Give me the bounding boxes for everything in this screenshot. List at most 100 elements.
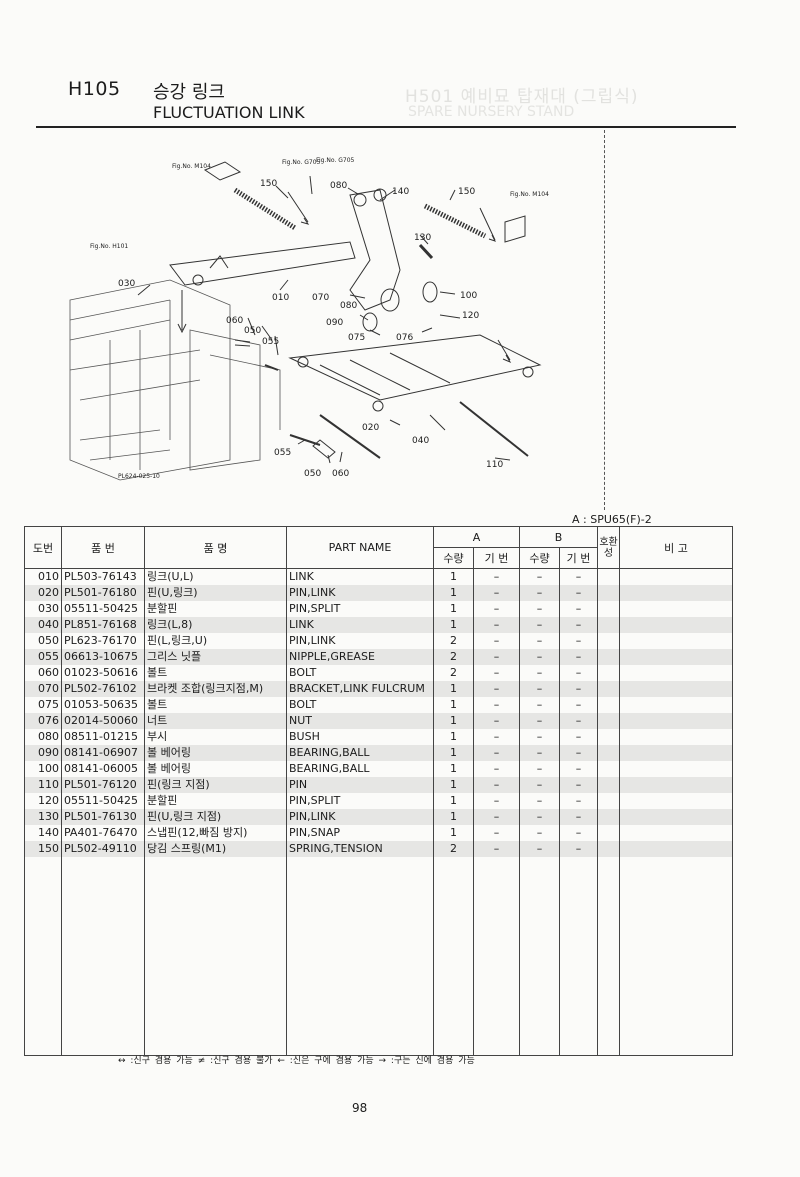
cell-ref-no: 150 — [24, 841, 62, 857]
cell-qty-a: 1 — [433, 568, 474, 585]
cell-compat — [597, 665, 621, 681]
cell-compat — [597, 745, 621, 761]
cell-qty-b: – — [519, 601, 560, 617]
cell-ref-no: 076 — [24, 713, 62, 729]
empty-cell — [619, 857, 734, 1056]
cell-qty-b: – — [519, 729, 560, 745]
cell-part-number: PL502-76102 — [61, 681, 145, 697]
cell-base-b: – — [558, 809, 599, 825]
cell-qty-b: – — [519, 649, 560, 665]
cell-part-number: PL501-76180 — [61, 585, 145, 601]
col-header-qty-b: 수량 — [519, 547, 560, 569]
pin-020 — [319, 414, 381, 459]
col-header-compatibility: 호환성 — [597, 526, 621, 569]
empty-cell — [61, 857, 145, 1056]
empty-cell — [24, 857, 62, 1056]
compatibility-legend: ↔ :신구 겸용 가능 ≠ :신구 겸용 불가 ← :신은 구에 겸용 가능 →… — [118, 1056, 475, 1066]
cell-name-korean: 스냅핀(12,빠짐 방지) — [144, 825, 287, 841]
empty-cell — [144, 857, 287, 1056]
cell-base-a: – — [473, 761, 520, 777]
cell-ref-no: 090 — [24, 745, 62, 761]
cell-part-number: 06613-10675 — [61, 649, 145, 665]
cell-qty-b: – — [519, 745, 560, 761]
cell-base-b: – — [558, 681, 599, 697]
callout-080-mid: 080 — [340, 301, 357, 311]
cell-remarks — [619, 633, 734, 649]
cell-base-a: – — [473, 729, 520, 745]
cell-name-korean: 볼 베어링 — [144, 745, 287, 761]
cell-base-b: – — [558, 713, 599, 729]
cell-part-name: PIN,LINK — [286, 633, 434, 649]
callout-130: 130 — [414, 233, 431, 243]
cell-ref-no: 030 — [24, 601, 62, 617]
callout-055-top: 055 — [262, 337, 279, 347]
cell-part-name: BEARING,BALL — [286, 745, 434, 761]
cell-base-b: – — [558, 761, 599, 777]
cell-remarks — [619, 681, 734, 697]
cell-remarks — [619, 568, 734, 585]
cell-part-number: PL501-76120 — [61, 777, 145, 793]
cell-remarks — [619, 697, 734, 713]
cell-qty-b: – — [519, 665, 560, 681]
frame-assembly — [69, 279, 281, 481]
cell-part-number: 01023-50616 — [61, 665, 145, 681]
cell-part-number: PL623-76170 — [61, 633, 145, 649]
callout-055-bottom: 055 — [274, 448, 291, 458]
cell-base-a: – — [473, 601, 520, 617]
cell-qty-b: – — [519, 585, 560, 601]
cell-remarks — [619, 825, 734, 841]
cell-qty-b: – — [519, 697, 560, 713]
cell-name-korean: 핀(링크 지점) — [144, 777, 287, 793]
cell-compat — [597, 841, 621, 857]
cell-part-name: LINK — [286, 617, 434, 633]
diagram-divider — [604, 130, 605, 510]
cell-ref-no: 080 — [24, 729, 62, 745]
cell-name-korean: 분할핀 — [144, 793, 287, 809]
cell-compat — [597, 649, 621, 665]
tension-spring-right — [423, 203, 487, 239]
empty-cell — [519, 857, 560, 1056]
callout-060-bottom: 060 — [332, 469, 349, 479]
empty-cell — [558, 857, 599, 1056]
cell-part-number: PL501-76130 — [61, 809, 145, 825]
cell-remarks — [619, 729, 734, 745]
callout-010: 010 — [272, 293, 289, 303]
cell-base-a: – — [473, 585, 520, 601]
cell-qty-a: 1 — [433, 745, 474, 761]
col-header-base-a: 기 번 — [473, 547, 520, 569]
model-note: A : SPU65(F)-2 — [572, 513, 652, 526]
callout-030: 030 — [118, 279, 135, 289]
cell-qty-b: – — [519, 825, 560, 841]
section-code: H105 — [68, 78, 121, 100]
cell-ref-no: 120 — [24, 793, 62, 809]
bracket-left — [203, 161, 242, 181]
cell-remarks — [619, 745, 734, 761]
cell-qty-a: 2 — [433, 649, 474, 665]
empty-cell — [286, 857, 434, 1056]
cell-qty-b: – — [519, 681, 560, 697]
cell-name-korean: 링크(L,8) — [144, 617, 287, 633]
cell-base-a: – — [473, 793, 520, 809]
cell-base-a: – — [473, 633, 520, 649]
cell-name-korean: 볼트 — [144, 665, 287, 681]
cell-qty-a: 1 — [433, 825, 474, 841]
cell-remarks — [619, 841, 734, 857]
cell-base-b: – — [558, 793, 599, 809]
cell-base-a: – — [473, 809, 520, 825]
callout-020: 020 — [362, 423, 379, 433]
cell-name-korean: 부시 — [144, 729, 287, 745]
callout-120: 120 — [462, 311, 479, 321]
